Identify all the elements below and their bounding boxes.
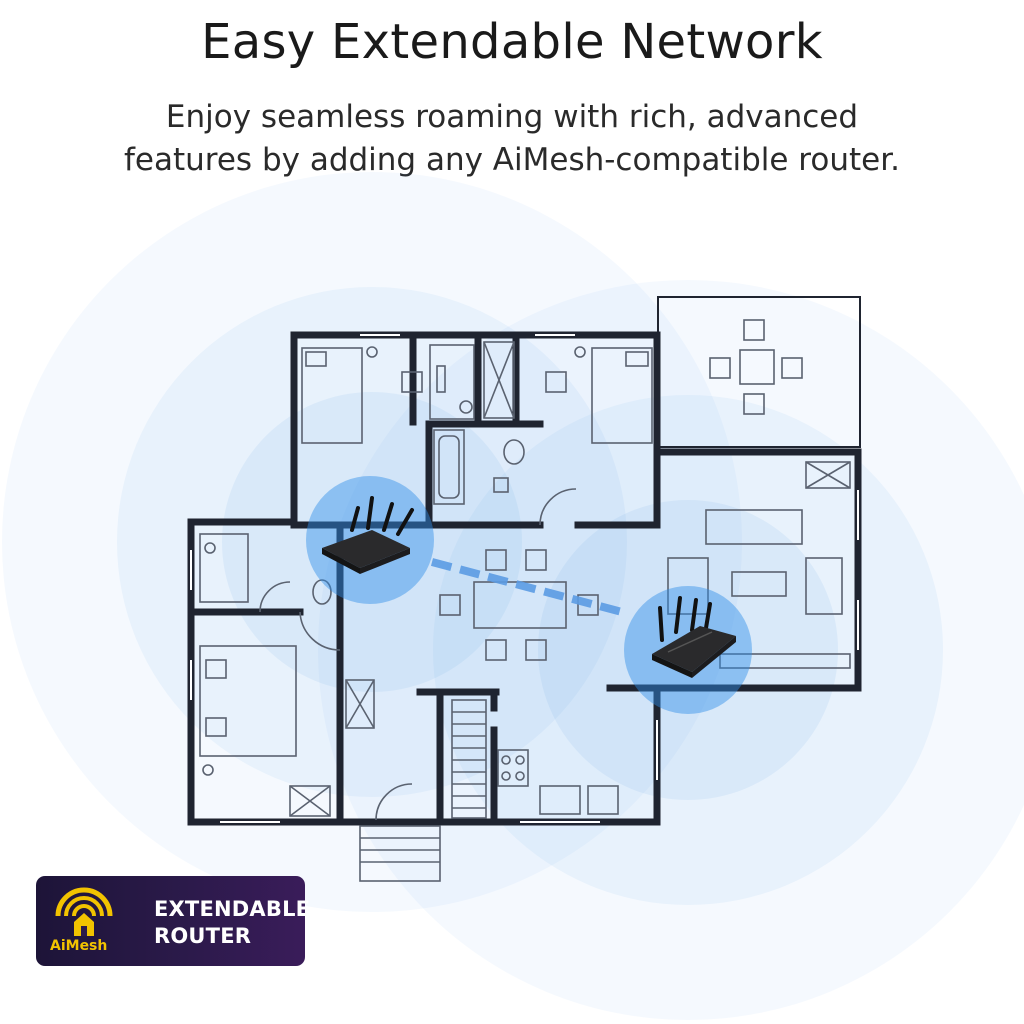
- headline: Easy Extendable Network: [201, 14, 823, 70]
- floor-plan: [187, 296, 862, 882]
- aimesh-badge: AiMesh EXTENDABLE ROUTER: [36, 876, 310, 966]
- badge-label-line-2: ROUTER: [154, 924, 252, 948]
- mesh-link: [430, 558, 624, 616]
- router-2-device: [652, 596, 736, 678]
- aimesh-brand-label: AiMesh: [50, 938, 108, 954]
- subheadline-line-2: features by adding any AiMesh-compatible…: [124, 142, 900, 178]
- subheadline-line-1: Enjoy seamless roaming with rich, advanc…: [165, 99, 859, 135]
- aimesh-logo-icon: [55, 887, 113, 936]
- router-1: [306, 476, 434, 604]
- router-1-device: [322, 496, 414, 574]
- router-2: [624, 586, 752, 714]
- badge-label-line-1: EXTENDABLE: [154, 897, 311, 921]
- badge-label: EXTENDABLE ROUTER: [154, 896, 310, 950]
- subheadline: Enjoy seamless roaming with rich, advanc…: [0, 96, 1024, 182]
